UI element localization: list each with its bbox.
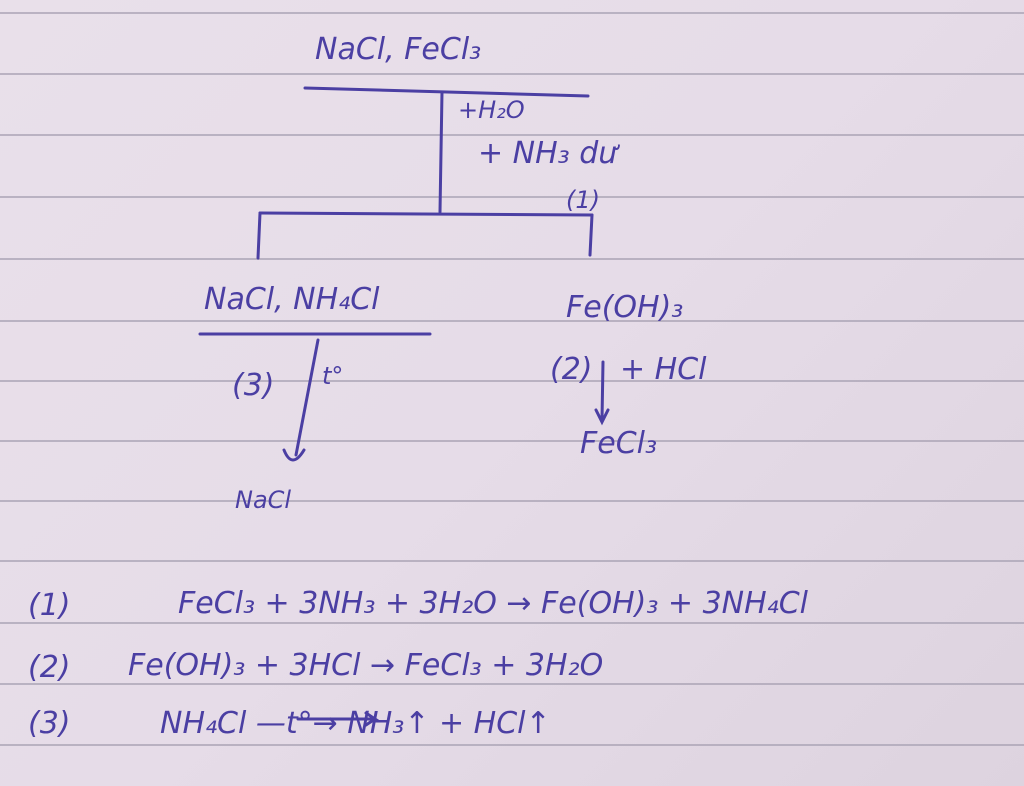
recovered-fecl3: FeCl₃	[580, 426, 658, 461]
left-product: NaCl, NH₄Cl	[204, 282, 380, 317]
equation-number: (1)	[28, 588, 71, 623]
equation-number: (2)	[28, 650, 71, 685]
step3-label: (3)	[232, 368, 275, 403]
equation-text: Fe(OH)₃ + 3HCl → FeCl₃ + 3H₂O	[128, 648, 604, 683]
recovered-nacl: NaCl	[235, 486, 292, 514]
step1-label: (1)	[566, 186, 600, 214]
step2-label: (2)	[550, 352, 593, 387]
heat-label: t°	[322, 362, 344, 390]
start-mixture: NaCl, FeCl₃	[315, 32, 482, 67]
reagent-ammonia: + NH₃ dư	[478, 136, 618, 171]
reagent-water: +H₂O	[458, 96, 525, 124]
reagent-hcl: + HCl	[620, 352, 707, 387]
equation-number: (3)	[28, 706, 71, 741]
right-product: Fe(OH)₃	[566, 290, 684, 325]
equation-text: FeCl₃ + 3NH₃ + 3H₂O → Fe(OH)₃ + 3NH₄Cl	[178, 586, 808, 621]
equation-text: NH₄Cl —t°→ NH₃↑ + HCl↑	[160, 706, 551, 741]
